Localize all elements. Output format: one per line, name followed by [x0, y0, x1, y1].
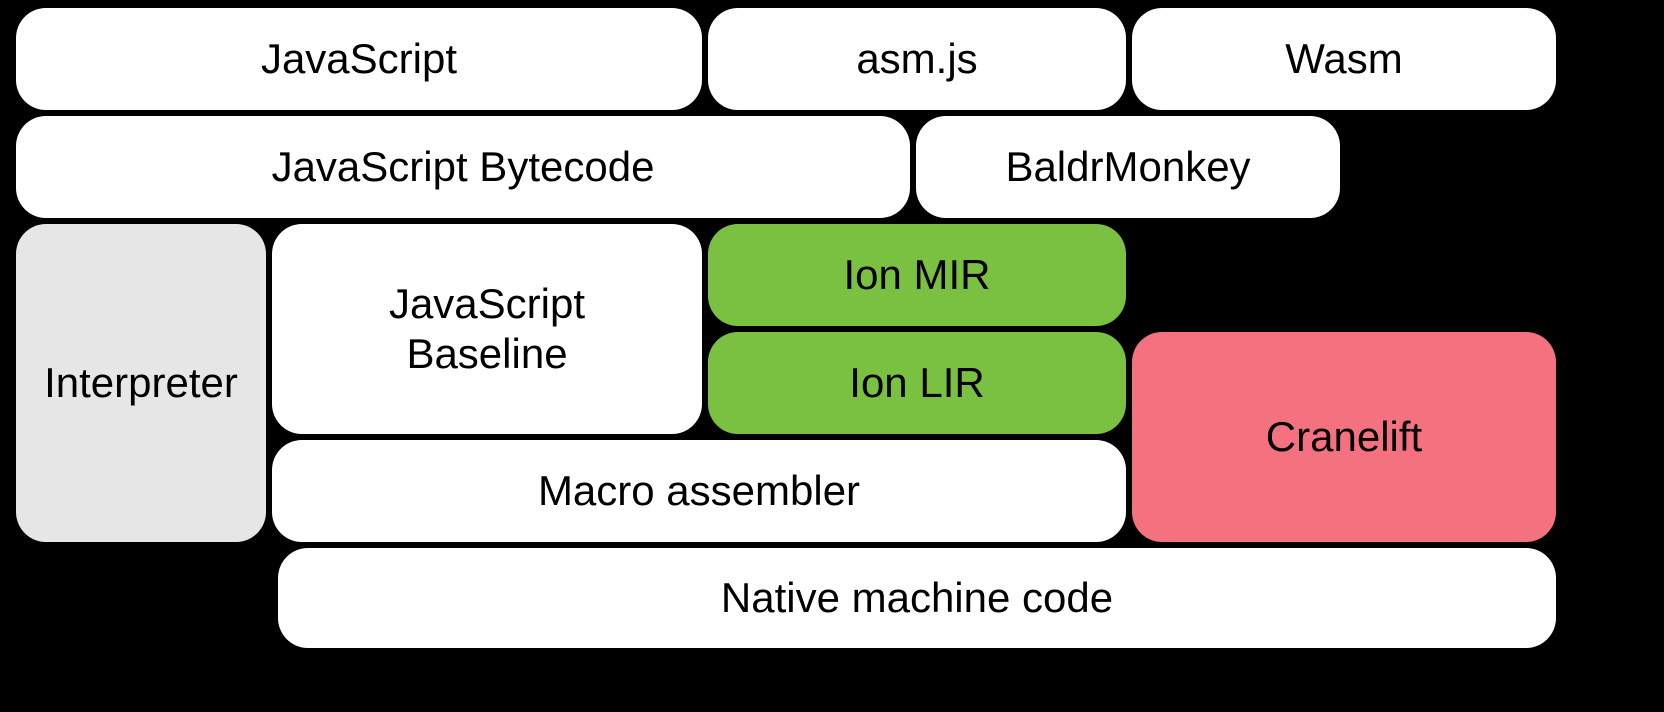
box-wasm-label: Wasm	[1285, 34, 1403, 82]
box-macro-assembler-label: Macro assembler	[537, 466, 861, 514]
box-asmjs: asm.js	[708, 8, 1126, 110]
box-cranelift-label: Cranelift	[1265, 412, 1423, 460]
box-baldrmonkey: BaldrMonkey	[916, 116, 1340, 218]
box-baldrmonkey-label: BaldrMonkey	[1005, 142, 1251, 190]
box-ion-mir-label: Ion MIR	[843, 250, 991, 298]
box-javascript-bytecode: JavaScript Bytecode	[16, 116, 910, 218]
box-ion-lir: Ion LIR	[708, 332, 1126, 434]
box-macro-assembler: Macro assembler	[272, 440, 1126, 542]
box-wasm: Wasm	[1132, 8, 1556, 110]
box-javascript-baseline: JavaScript Baseline	[272, 224, 702, 434]
box-javascript-label: JavaScript	[260, 34, 458, 82]
box-javascript-bytecode-label: JavaScript Bytecode	[271, 142, 655, 190]
box-native-machine-code: Native machine code	[278, 548, 1556, 648]
box-interpreter-label: Interpreter	[44, 358, 238, 406]
box-javascript: JavaScript	[16, 8, 702, 110]
box-native-machine-code-label: Native machine code	[720, 573, 1114, 621]
box-cranelift: Cranelift	[1132, 332, 1556, 542]
box-javascript-baseline-label: JavaScript Baseline	[388, 279, 586, 377]
box-ion-mir: Ion MIR	[708, 224, 1126, 326]
box-asmjs-label: asm.js	[856, 34, 978, 82]
box-interpreter: Interpreter	[16, 224, 266, 542]
box-ion-lir-label: Ion LIR	[849, 358, 985, 406]
